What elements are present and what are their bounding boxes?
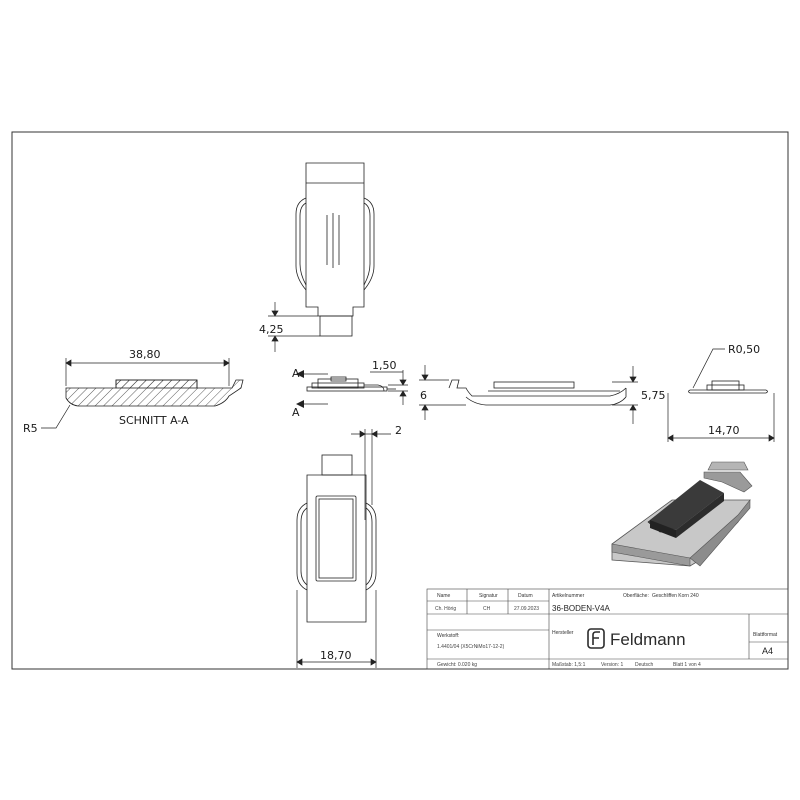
tb-article-no-label: Artikelnummer: [552, 593, 585, 599]
tb-sheet: Blatt 1 von 4: [673, 662, 701, 668]
section-view-a-a: [65, 379, 244, 407]
dim-38-80-label: 38,80: [129, 348, 161, 361]
tb-format-value: A4: [762, 646, 773, 656]
leader-r0-50: [692, 348, 725, 389]
leader-r5: [41, 404, 71, 429]
dim-2-label: 2: [395, 424, 402, 437]
dimension-14-70: [667, 393, 775, 442]
section-arrow-top: [296, 370, 328, 378]
end-view: [688, 380, 768, 394]
front-view: [306, 376, 396, 392]
side-view: [448, 379, 627, 406]
tb-signature: CH: [483, 606, 491, 612]
title-block-grid: [426, 588, 789, 670]
dimension-18-70: [296, 590, 377, 668]
dim-14-70-label: 14,70: [708, 424, 740, 437]
dim-6-label: 6: [420, 389, 427, 402]
tb-language: Deutsch: [635, 662, 654, 668]
tb-drawn-by: Ch. Hörig: [435, 606, 456, 612]
dimension-6: [419, 365, 466, 420]
tb-brand: Feldmann: [610, 630, 686, 649]
tb-header-signature: Signatur: [479, 593, 498, 599]
section-marker-bottom: A: [292, 406, 300, 419]
section-title: SCHNITT A-A: [119, 414, 189, 427]
tb-surface-label: Oberfläche:: [623, 593, 649, 599]
tb-weight: Gewicht: 0.020 kg: [437, 662, 477, 668]
tb-surface-value: Geschliffen Korn 240: [652, 593, 699, 599]
bottom-view: [296, 454, 377, 623]
isometric-view: [611, 461, 753, 567]
dim-1-50-label: 1,50: [372, 359, 397, 372]
tb-header-date: Datum: [518, 593, 533, 599]
dimension-38-80: [65, 358, 230, 386]
tb-header-name: Name: [437, 593, 451, 599]
dimension-1-50: [370, 370, 408, 405]
section-arrow-bottom: [296, 400, 328, 408]
tb-article-no: 36-BODEN-V4A: [552, 604, 610, 613]
tb-scale: Maßstab: 1,5:1: [552, 662, 586, 668]
tb-manufacturer-label: Hersteller: [552, 630, 574, 636]
dimension-4-25: [268, 302, 320, 352]
dim-r5-label: R5: [23, 422, 38, 435]
dimension-5-75: [612, 366, 638, 424]
section-marker-top: A: [292, 367, 300, 380]
tb-material-value: 1.4401/04 (X5CrNiMo17-12-2): [437, 644, 505, 650]
dim-18-70-label: 18,70: [320, 649, 352, 662]
dim-4-25-label: 4,25: [259, 323, 284, 336]
tb-version: Version: 1: [601, 662, 623, 668]
tb-date: 27.09.2023: [514, 606, 539, 612]
dim-r0-50-label: R0,50: [728, 343, 760, 356]
tb-format-label: Blattformat: [753, 632, 778, 638]
dim-5-75-label: 5,75: [641, 389, 666, 402]
dimension-2: [351, 429, 391, 520]
feldmann-logo-icon: [587, 628, 605, 649]
sheet-border: [11, 131, 789, 670]
tb-material-label: Werkstoff:: [437, 633, 459, 639]
top-view: [295, 162, 375, 337]
